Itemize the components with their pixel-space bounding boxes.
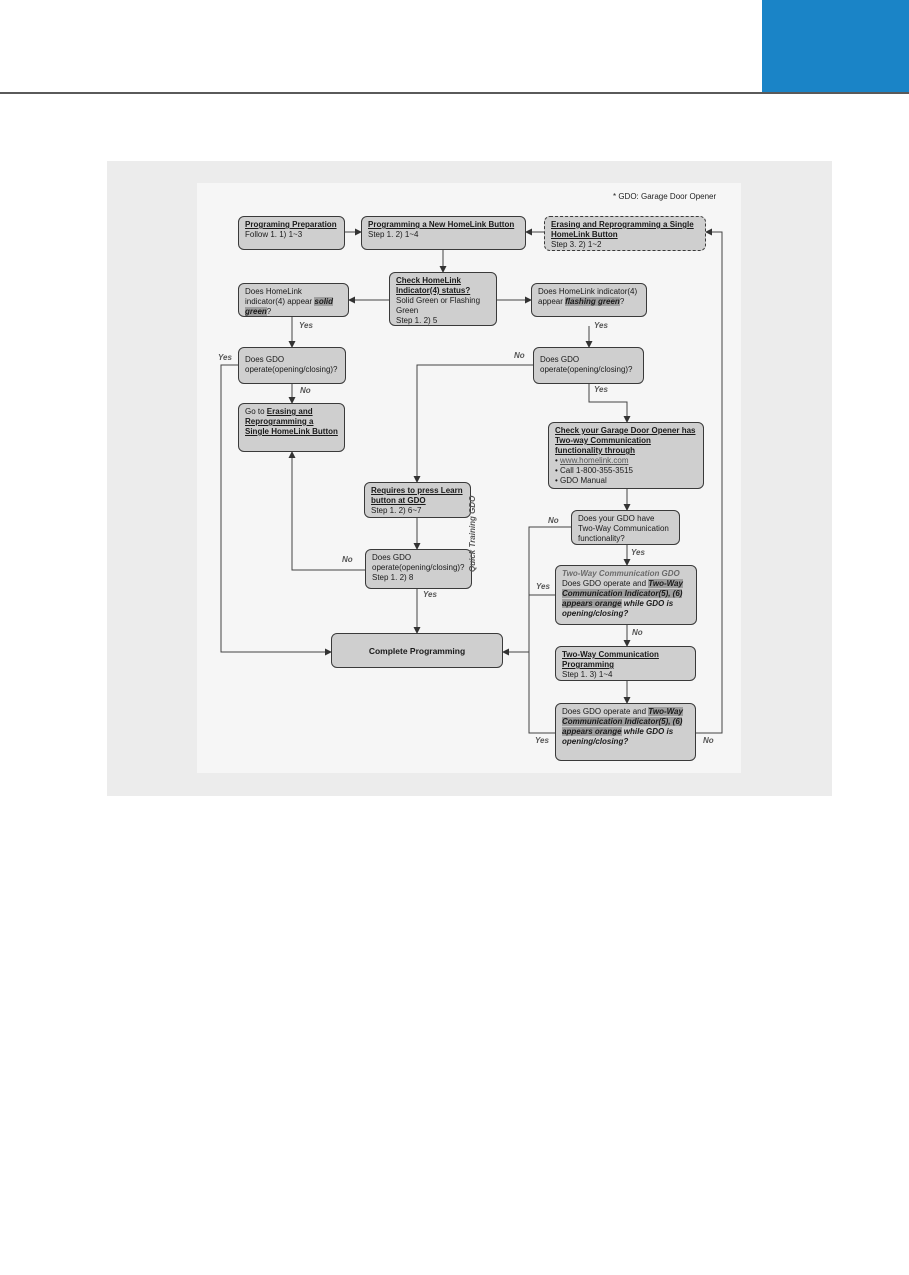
gdo-operate-left-question: Does GDO operate(opening/closing)? bbox=[238, 347, 346, 384]
erase-reprogram-box: Erasing and Reprogramming a Single HomeL… bbox=[544, 216, 706, 251]
check-garage-door-opener-box: Check your Garage Door Opener has Two-wa… bbox=[548, 422, 704, 489]
box-text: Solid Green or Flashing Green bbox=[396, 296, 481, 315]
yes-label: Yes bbox=[423, 590, 437, 599]
yes-label: Yes bbox=[631, 548, 645, 557]
two-way-programming-box: Two-Way Communication Programming Step 1… bbox=[555, 646, 696, 681]
solid-green-question: Does HomeLink indicator(4) appear solid … bbox=[238, 283, 349, 317]
box-title: Complete Programming bbox=[368, 646, 466, 656]
no-label: No bbox=[342, 555, 353, 564]
yes-label: Yes bbox=[299, 321, 313, 330]
list-item: • GDO Manual bbox=[555, 476, 607, 485]
box-title: Two-Way Communication Programming bbox=[562, 650, 659, 669]
two-way-functionality-question: Does your GDO have Two-Way Communication… bbox=[571, 510, 680, 545]
homelink-link: www.homelink.com bbox=[560, 456, 629, 465]
box-text: Does GDO operate(opening/closing)? bbox=[372, 553, 465, 572]
quick-training-gdo-label: Quick Training GDO bbox=[468, 495, 477, 572]
box-title: Programming a New HomeLink Button bbox=[368, 220, 515, 229]
box-step: Step 1. 2) 8 bbox=[372, 573, 414, 582]
box-text: Go to bbox=[245, 407, 267, 416]
check-indicator-box: Check HomeLink Indicator(4) status? Soli… bbox=[389, 272, 497, 326]
learn-button-box: Requires to press Learn button at GDO St… bbox=[364, 482, 471, 518]
box-text: Does GDO operate(opening/closing)? bbox=[540, 355, 633, 374]
box-title: Requires to press Learn button at GDO bbox=[371, 486, 463, 505]
new-homelink-button-box: Programming a New HomeLink Button Step 1… bbox=[361, 216, 526, 250]
erase-link-text: Erasing and Reprogramming a Single HomeL… bbox=[245, 407, 338, 436]
yes-label: Yes bbox=[535, 736, 549, 745]
flashing-green-question: Does HomeLink indicator(4) appear flashi… bbox=[531, 283, 647, 317]
box-text: Does HomeLink indicator(4) appear bbox=[245, 287, 315, 306]
complete-programming-box: Complete Programming bbox=[331, 633, 503, 668]
box-step: Step 1. 2) 6~7 bbox=[371, 506, 422, 515]
gdo-footnote: * GDO: Garage Door Opener bbox=[613, 192, 717, 201]
chapter-tab bbox=[762, 0, 909, 93]
gdo-operate-right-question: Does GDO operate(opening/closing)? bbox=[533, 347, 644, 384]
box-text: Does GDO operate(opening/closing)? bbox=[245, 355, 338, 374]
box-step: Step 1. 2) 1~4 bbox=[368, 230, 419, 239]
box-text: Does GDO operate and bbox=[562, 579, 649, 588]
two-way-gdo-question: Two-Way Communication GDO Does GDO opera… bbox=[555, 565, 697, 625]
yes-label: Yes bbox=[594, 385, 608, 394]
manual-item: GDO Manual bbox=[560, 476, 607, 485]
box-text: Does GDO operate and bbox=[562, 707, 649, 716]
no-label: No bbox=[300, 386, 311, 395]
box-text-end: while GDO is opening/closing? bbox=[562, 727, 674, 746]
box-text: Does your GDO have Two-Way Communication… bbox=[578, 514, 669, 543]
box-title: Check HomeLink Indicator(4) status? bbox=[396, 276, 471, 295]
list-item: • www.homelink.com bbox=[555, 456, 629, 465]
box-text-end: ? bbox=[619, 297, 625, 306]
yes-label: Yes bbox=[218, 353, 232, 362]
phone-number: Call 1-800-355-3515 bbox=[560, 466, 633, 475]
no-label: No bbox=[514, 351, 525, 360]
no-label: No bbox=[548, 516, 559, 525]
goto-erase-box: Go to Erasing and Reprogramming a Single… bbox=[238, 403, 345, 452]
gdo-operate-mid-question: Does GDO operate(opening/closing)? Step … bbox=[365, 549, 472, 589]
box-title: Programing Preparation bbox=[245, 220, 337, 229]
list-item: • Call 1-800-355-3515 bbox=[555, 466, 633, 475]
box-heading: Two-Way Communication GDO bbox=[562, 569, 680, 578]
box-text-end: ? bbox=[266, 307, 272, 316]
no-label: No bbox=[632, 628, 643, 637]
box-step: Step 1. 2) 5 bbox=[396, 316, 438, 325]
box-text-end: while GDO is opening/closing? bbox=[562, 599, 674, 618]
programming-preparation-box: Programing Preparation Follow 1. 1) 1~3 bbox=[238, 216, 345, 250]
box-step: Step 1. 3) 1~4 bbox=[562, 670, 613, 679]
yes-label: Yes bbox=[594, 321, 608, 330]
box-title: Erasing and Reprogramming a Single HomeL… bbox=[551, 220, 694, 239]
box-step: Step 3. 2) 1~2 bbox=[551, 240, 602, 249]
box-text: Does HomeLink indicator(4) appear bbox=[538, 287, 638, 306]
no-label: No bbox=[703, 736, 714, 745]
final-operate-question: Does GDO operate and Two-Way Communicati… bbox=[555, 703, 696, 761]
box-step: Follow 1. 1) 1~3 bbox=[245, 230, 303, 239]
box-title: Check your Garage Door Opener has Two-wa… bbox=[555, 426, 696, 455]
highlight-text: flashing green bbox=[565, 297, 620, 306]
yes-label: Yes bbox=[536, 582, 550, 591]
header-rule bbox=[0, 92, 909, 94]
